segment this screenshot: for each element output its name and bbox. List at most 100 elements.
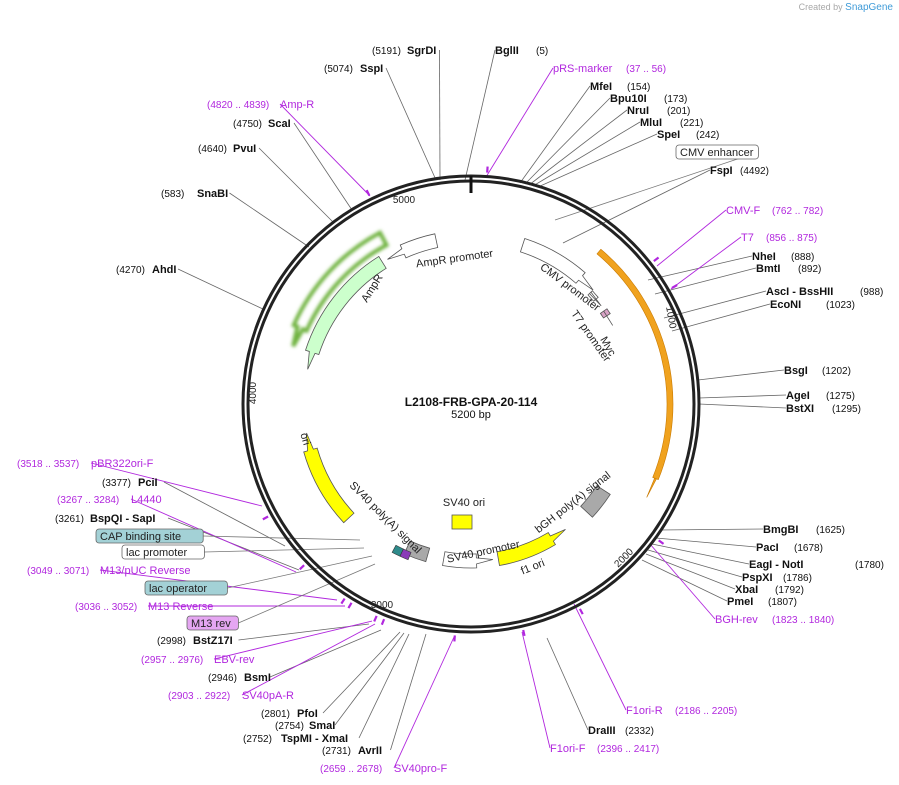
enzyme-site-bmgbi[interactable]: BmgBI(1625) [763,524,845,536]
feature-sv40-promoter[interactable] [442,551,493,569]
enzyme-site-xbai[interactable]: XbaI(1792) [735,584,804,596]
primer-prs-marker[interactable]: pRS-marker(37 .. 56) [553,63,666,75]
enzyme-position: (2801) [261,709,290,720]
primer-binding-mark [380,618,386,626]
enzyme-site-paci[interactable]: PacI(1678) [756,542,823,554]
feature-ampr-promoter[interactable] [387,233,439,260]
enzyme-site-econi[interactable]: EcoNI(1023) [770,299,855,311]
enzyme-position: (1625) [816,525,845,536]
primer-pbr322ori-f[interactable]: pBR322ori-F(3518 .. 3537) [17,458,154,470]
feature-sv40-ori[interactable] [451,514,473,530]
enzyme-leader-line [439,49,441,181]
enzyme-site-pvui[interactable]: PvuI(4640) [198,143,256,155]
primer-range: (3036 .. 3052) [75,602,137,613]
enzyme-site-tspmi-xmai[interactable]: TspMI - XmaI(2752) [243,733,348,745]
enzyme-site-bstxi[interactable]: BstXI(1295) [786,403,861,415]
enzyme-site-spei[interactable]: SpeI(242) [657,129,719,141]
feature-label-m13-rev[interactable]: M13 rev [186,615,239,631]
enzyme-leader-line [562,169,711,244]
primer-f1ori-f[interactable]: F1ori-F(2396 .. 2417) [550,743,659,755]
ruler-tick-label: 5000 [393,195,416,206]
enzyme-site-pspxi[interactable]: PspXI(1786) [742,572,812,584]
feature-label-box [144,580,228,596]
enzyme-site-pcii[interactable]: PciI(3377) [102,477,158,489]
primer-binding-mark [365,189,371,196]
primer-bgh-rev[interactable]: BGH-rev(1823 .. 1840) [715,614,834,626]
primer-leader-line [521,631,551,749]
enzyme-site-pmei[interactable]: PmeI(1807) [727,596,797,608]
enzyme-leader-line [641,559,728,602]
primer-l4440[interactable]: L4440(3267 .. 3284) [57,494,162,506]
feature-orange-arc[interactable] [596,248,674,498]
enzyme-site-bstz17i[interactable]: BstZ17I(2998) [157,635,233,647]
enzyme-site-nrui[interactable]: NruI(201) [627,105,690,117]
feature-label-lac-operator[interactable]: lac operator [144,580,228,596]
enzyme-site-bsgi[interactable]: BsgI(1202) [784,365,851,377]
enzyme-site-pfoi[interactable]: PfoI(2801) [261,708,318,720]
enzyme-site-sgrdi[interactable]: SgrDI(5191) [372,45,436,57]
enzyme-position: (1792) [775,585,804,596]
feature-t7-promoter[interactable] [587,290,602,307]
feature-cap-marker [391,544,404,557]
enzyme-site-sspi[interactable]: SspI(5074) [324,63,383,75]
enzyme-site-bsmi[interactable]: BsmI(2946) [208,672,271,684]
enzyme-site-eagi-noti[interactable]: EagI - NotI(1780) [749,559,884,571]
primer-leader-line [649,543,716,620]
primer-m13-reverse[interactable]: M13 Reverse(3036 .. 3052) [75,601,213,613]
enzyme-position: (242) [696,130,719,141]
enzyme-leader-line [358,633,410,739]
primer-m13-puc-reverse[interactable]: M13/pUC Reverse(3049 .. 3071) [27,565,190,577]
primer-name: L4440 [131,494,162,506]
primer-binding-mark [340,597,346,605]
feature-ori[interactable] [303,432,355,524]
enzyme-site-asci-bsshii[interactable]: AscI - BssHII(988) [766,286,883,298]
enzyme-name: BmtI [756,263,780,275]
primer-name: M13/pUC Reverse [100,565,190,577]
enzyme-site-bglii[interactable]: BglII(5) [495,45,548,57]
enzyme-site-scai[interactable]: ScaI(4750) [233,118,291,130]
feature-label-box [95,528,204,544]
enzyme-leader-line [390,633,427,751]
primer-ebv-rev[interactable]: EBV-rev(2957 .. 2976) [141,654,255,666]
feature-cmv-promoter[interactable] [519,238,594,291]
enzyme-site-avrii[interactable]: AvrII(2731) [322,745,382,757]
enzyme-position: (1678) [794,543,823,554]
primer-sv40pa-r[interactable]: SV40pA-R(2903 .. 2922) [168,690,294,702]
primer-name: pRS-marker [553,63,613,75]
enzyme-name: SmaI [309,720,335,732]
primer-range: (4820 .. 4839) [207,100,269,111]
enzyme-site-bpu10i[interactable]: Bpu10I(173) [610,93,687,105]
enzyme-leader-line [537,133,658,188]
enzyme-leader-line [385,67,437,181]
enzyme-site-fspi[interactable]: FspI(4492) [710,165,769,177]
feature-f1-ori[interactable] [496,529,566,566]
enzyme-site-bspqi-sapi[interactable]: BspQI - SapI(3261) [55,513,155,525]
primer-f1ori-r[interactable]: F1ori-R(2186 .. 2205) [626,705,737,717]
feature-label-cmv-enhancer[interactable]: CMV enhancer [675,144,759,160]
feature-myc[interactable] [599,308,614,326]
feature-bgh-poly-a-signal[interactable] [580,485,611,518]
enzyme-leader-line [532,121,641,187]
primer-name: F1ori-R [626,705,663,717]
enzyme-site-ahdi[interactable]: AhdI(4270) [116,264,176,276]
enzyme-site-snabi[interactable]: SnaBI(583) [161,188,228,200]
feature-label-cap-binding-site[interactable]: CAP binding site [95,528,204,544]
enzyme-site-mfei[interactable]: MfeI(154) [590,81,650,93]
enzyme-leader-line [269,629,382,678]
enzyme-leader-line [519,85,591,184]
enzyme-site-mlui[interactable]: MluI(221) [640,117,703,129]
enzyme-site-smai[interactable]: SmaI(2754) [275,720,335,732]
feature-ampr[interactable] [305,255,387,370]
primer-t7[interactable]: T7(856 .. 875) [741,232,817,244]
primer-amp-r[interactable]: Amp-R(4820 .. 4839) [207,99,314,111]
primer-range: (3518 .. 3537) [17,459,79,470]
primer-cmv-f[interactable]: CMV-F(762 .. 782) [726,205,823,217]
enzyme-site-bmti[interactable]: BmtI(892) [756,263,821,275]
enzyme-site-agei[interactable]: AgeI(1275) [786,390,855,402]
credit-prefix: Created by [798,2,843,12]
feature-label-lac-promoter[interactable]: lac promoter [121,544,205,560]
enzyme-site-draiii[interactable]: DraIII(2332) [588,725,654,737]
primer-leader-line [393,636,455,769]
primer-sv40pro-f[interactable]: SV40pro-F(2659 .. 2678) [320,763,447,775]
enzyme-site-nhei[interactable]: NheI(888) [752,251,814,263]
